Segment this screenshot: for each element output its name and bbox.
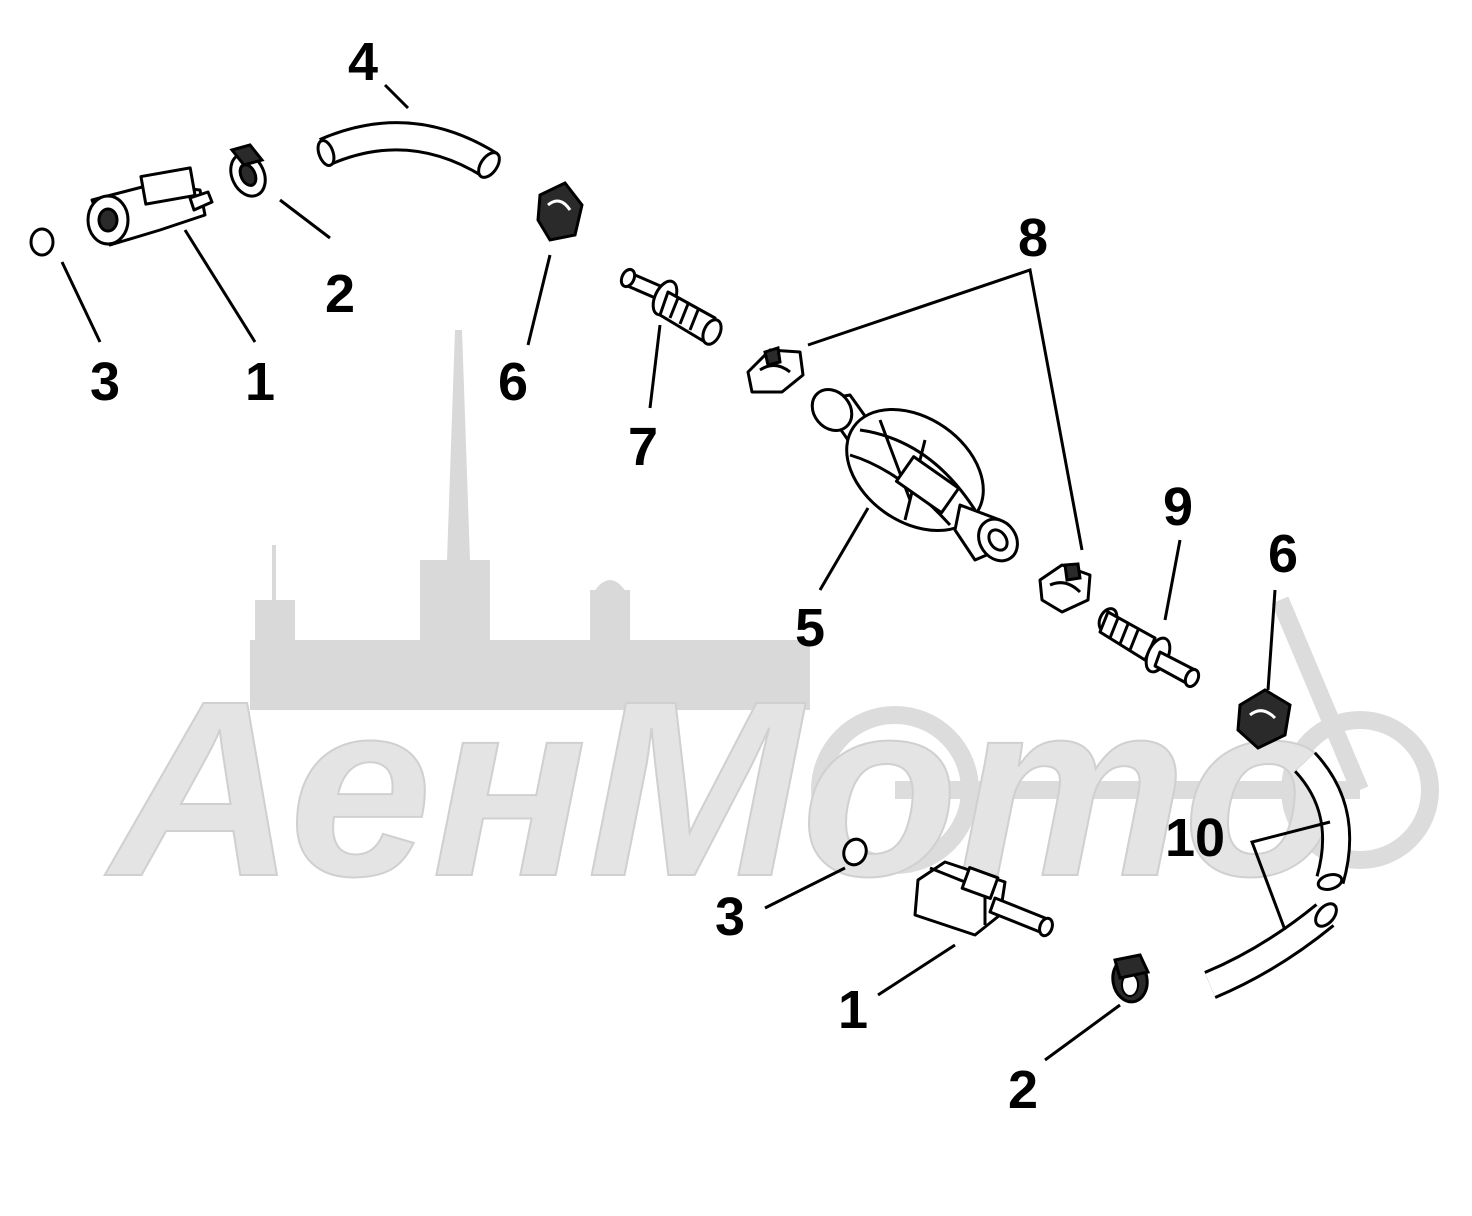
- leader-7: [648, 324, 662, 409]
- part-5-primer-bulb: [810, 388, 1019, 563]
- watermark-text: АенМото: [104, 649, 1340, 928]
- callout-9: 9: [1163, 477, 1193, 537]
- leader-1-top: [183, 229, 257, 343]
- leader-9: [1163, 539, 1182, 621]
- callout-2-bottom: 2: [1008, 1060, 1038, 1120]
- callout-1-bottom: 1: [838, 980, 868, 1040]
- leader-5: [818, 507, 870, 591]
- part-2-clamp-bottom: [1111, 953, 1151, 1004]
- watermark-motorcycle: [811, 596, 1439, 874]
- part-1-connector-bottom: [913, 860, 1054, 938]
- part-6-clamp-top: [536, 181, 584, 242]
- leader-2-top: [279, 198, 331, 240]
- lower-assembly: [842, 751, 1352, 1004]
- callout-10: 10: [1165, 808, 1225, 868]
- callout-1-top: 1: [245, 352, 275, 412]
- leader-6-top: [526, 254, 552, 346]
- callout-5: 5: [795, 598, 825, 658]
- callout-4-top: 4: [348, 32, 378, 92]
- leader-8: [807, 268, 1084, 551]
- callout-3-bottom: 3: [715, 887, 745, 947]
- watermark-skyline: [250, 330, 810, 710]
- part-9-barb-fitting: [1097, 607, 1201, 689]
- callout-2-top: 2: [325, 264, 355, 324]
- leader-6-bottom: [1266, 589, 1277, 691]
- upper-assembly: [29, 121, 1292, 750]
- leader-4: [383, 83, 410, 110]
- part-7-barb-fitting: [619, 267, 723, 346]
- callouts: 4 2 3 1 6 7 8 5 9 6 10 3 1 2: [90, 32, 1298, 1120]
- leader-1-bottom: [877, 943, 956, 997]
- part-8-clip-bottom: [1038, 562, 1092, 614]
- part-10-hoses: [1204, 751, 1352, 999]
- leader-lines: [60, 83, 1331, 1062]
- part-4-hose-top: [316, 121, 501, 179]
- callout-8: 8: [1018, 208, 1048, 268]
- part-8-clip-top: [746, 346, 805, 394]
- part-1-connector-top: [86, 166, 214, 247]
- leader-3-bottom: [764, 866, 846, 910]
- part-2-clamp-top: [229, 143, 267, 198]
- part-3-o-ring-bottom: [842, 837, 868, 867]
- callout-7: 7: [628, 417, 658, 477]
- watermark: АенМото: [103, 330, 1439, 929]
- callout-6-bottom: 6: [1268, 524, 1298, 584]
- callout-6-top: 6: [498, 352, 528, 412]
- part-3-o-ring-top: [29, 227, 55, 257]
- part-6-clamp-bottom: [1236, 688, 1292, 750]
- leader-3-top: [60, 261, 102, 343]
- leader-2-bottom: [1044, 1003, 1121, 1062]
- callout-3-top: 3: [90, 352, 120, 412]
- leader-10: [1250, 820, 1331, 931]
